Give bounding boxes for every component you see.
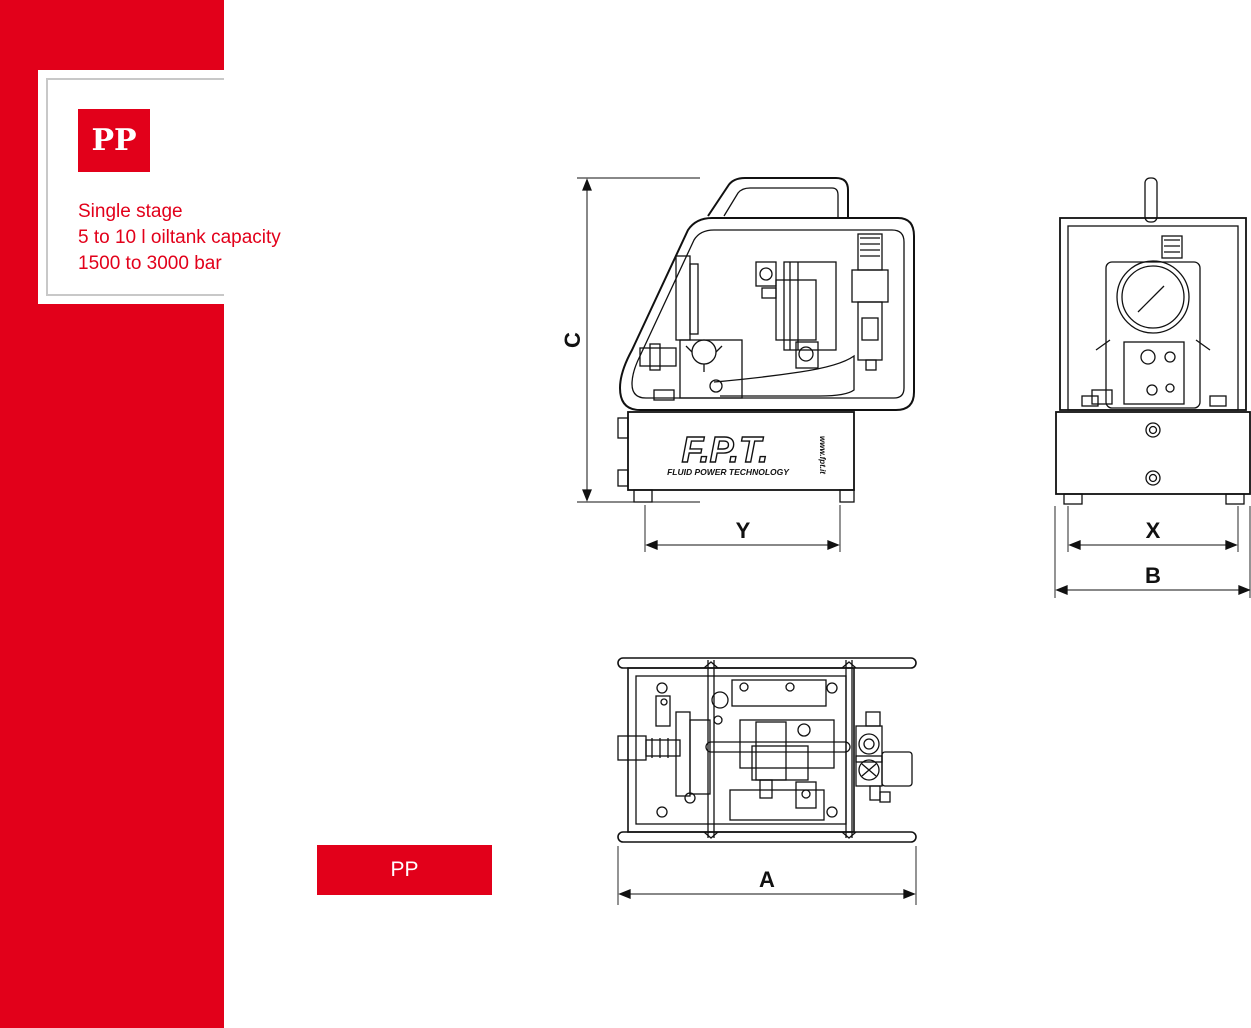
dimension-c-label: C (560, 332, 585, 348)
logo-brand: F.P.T. (682, 429, 769, 470)
top-view (617, 657, 917, 905)
spec-line-stage: Single stage (78, 201, 183, 222)
spec-line-pressure: 1500 to 3000 bar (78, 253, 222, 274)
side-view (577, 177, 915, 552)
dimension-x-label: X (1146, 518, 1161, 543)
model-badge: PP (78, 109, 150, 172)
front-view (1054, 177, 1251, 598)
model-label-box: PP (317, 845, 492, 895)
dimension-b-label: B (1145, 563, 1161, 588)
spec-list: Single stage 5 to 10 l oiltank capacity … (78, 199, 281, 277)
spec-line-capacity: 5 to 10 l oiltank capacity (78, 227, 281, 248)
brand-logo: F.P.T. FLUID POWER TECHNOLOGY www.fpt.it (667, 428, 827, 477)
dimension-a-label: A (759, 867, 775, 892)
dimension-y-label: Y (736, 518, 751, 543)
logo-tagline: FLUID POWER TECHNOLOGY (667, 467, 790, 477)
logo-url: www.fpt.it (818, 436, 827, 474)
